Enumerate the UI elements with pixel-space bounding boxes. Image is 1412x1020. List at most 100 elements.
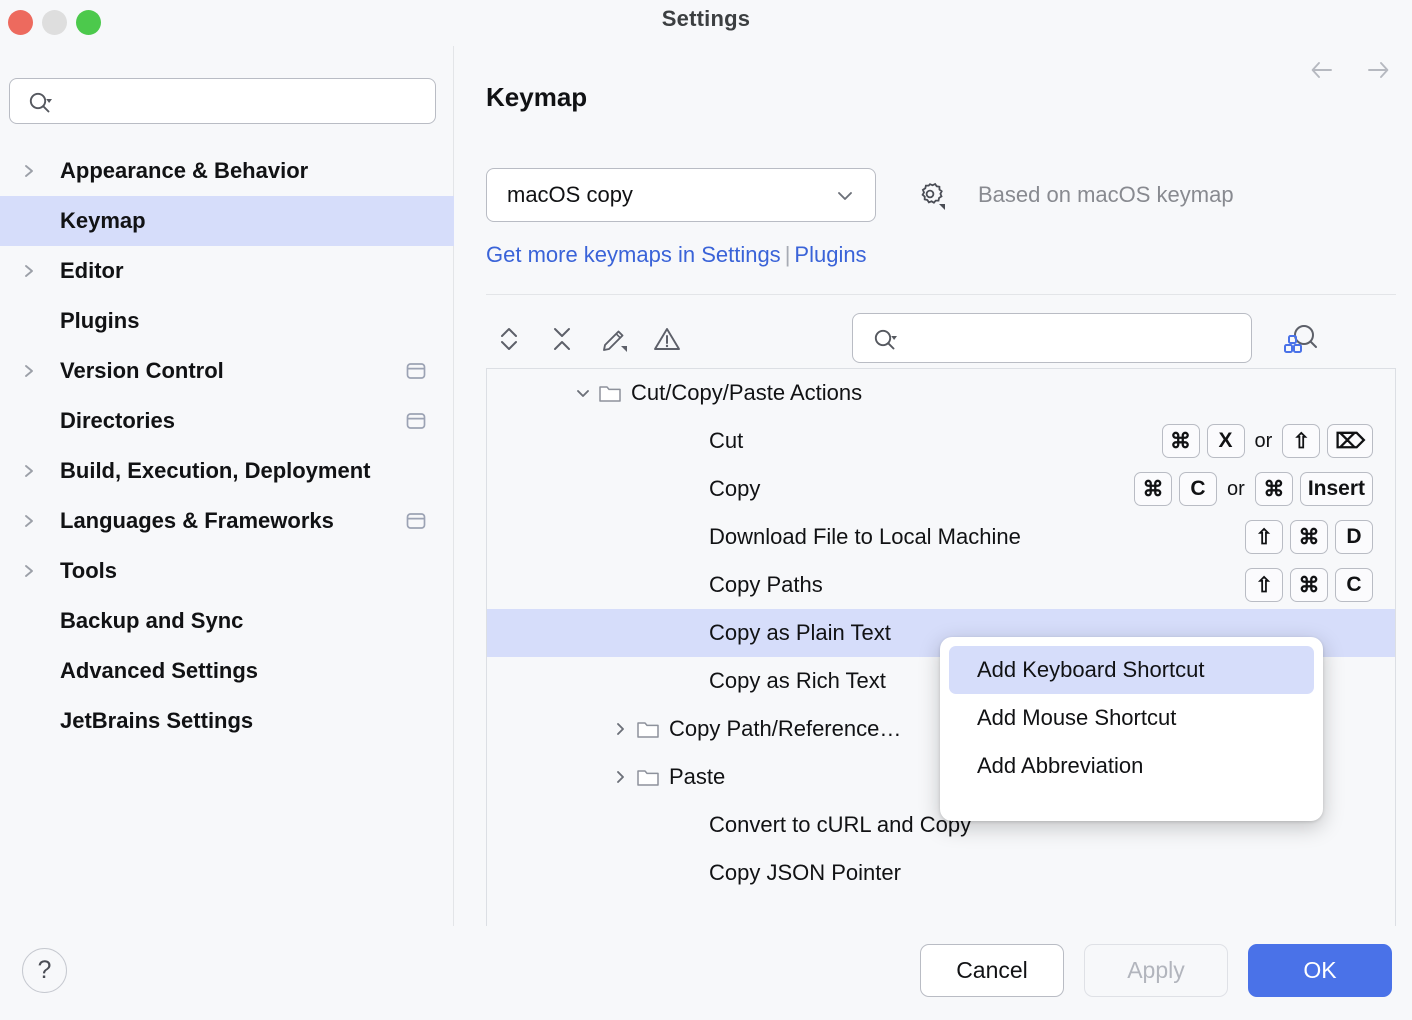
shortcut-key: ⇧ — [1282, 424, 1321, 458]
ok-button[interactable]: OK — [1248, 944, 1392, 997]
get-more-keymaps-link[interactable]: Get more keymaps in Settings|Plugins — [486, 242, 867, 268]
tree-row[interactable]: Copy Paths ⇧ ⌘ C — [487, 561, 1395, 609]
tree-row[interactable]: Cut ⌘ X or ⇧ ⌦ — [487, 417, 1395, 465]
tree-row-label: Copy JSON Pointer — [709, 860, 901, 885]
twisty-right-icon[interactable] — [607, 705, 635, 753]
tree-row[interactable]: Download File to Local Machine ⇧ ⌘ D — [487, 513, 1395, 561]
expand-all-icon[interactable] — [490, 320, 528, 358]
sidebar-search-box[interactable] — [9, 78, 436, 124]
help-icon: ? — [37, 956, 52, 984]
sidebar-item-jetbrains-settings[interactable]: JetBrains Settings — [0, 696, 454, 746]
sidebar-item-appearance-behavior[interactable]: Appearance & Behavior — [0, 146, 454, 196]
sidebar-search-input[interactable] — [62, 79, 432, 123]
keymap-selector-row: macOS copy Based on macOS keymap — [486, 168, 1234, 222]
keymap-search-box[interactable] — [852, 313, 1252, 363]
sidebar-item-editor[interactable]: Editor — [0, 246, 454, 296]
sidebar-item-label: Appearance & Behavior — [60, 158, 309, 183]
keymap-based-on-label: Based on macOS keymap — [978, 182, 1234, 207]
shortcut-key: ⌘ — [1254, 472, 1293, 506]
keymap-tree-toolbar — [486, 308, 1396, 370]
chevron-right-icon[interactable] — [22, 546, 44, 596]
get-more-keymaps-prefix: Get more keymaps in Settings — [486, 242, 781, 267]
folder-icon — [635, 753, 661, 801]
forward-arrow-icon[interactable] — [1366, 58, 1390, 82]
sidebar-item-tools[interactable]: Tools — [0, 546, 454, 596]
shortcut-key: ⇧ — [1245, 568, 1283, 602]
chevron-placeholder — [22, 396, 44, 446]
tree-row[interactable]: Cut/Copy/Paste Actions — [487, 369, 1395, 417]
sidebar-item-version-control[interactable]: Version Control — [0, 346, 454, 396]
sidebar-item-label: JetBrains Settings — [60, 708, 254, 733]
sidebar-item-label: Keymap — [60, 208, 146, 233]
tree-row[interactable]: Copy as Rich Text — [487, 657, 1395, 705]
keymap-select-value: macOS copy — [507, 182, 633, 207]
menu-item-label: Add Keyboard Shortcut — [977, 657, 1205, 682]
folder-icon — [597, 369, 623, 417]
twisty-down-icon[interactable] — [569, 369, 597, 417]
chevron-right-icon[interactable] — [22, 496, 44, 546]
shortcut-key: ⌘ — [1134, 472, 1173, 506]
sidebar-item-label: Directories — [60, 408, 175, 433]
chevron-placeholder — [22, 696, 44, 746]
tree-row-label: Paste — [669, 764, 726, 789]
tree-row[interactable]: Convert to cURL and Copy — [487, 801, 1395, 849]
menu-item-label: Add Mouse Shortcut — [977, 705, 1177, 730]
minimize-window-button[interactable] — [42, 10, 67, 35]
menu-item-add-keyboard-shortcut[interactable]: Add Keyboard Shortcut — [949, 646, 1314, 694]
sidebar-item-keymap[interactable]: Keymap — [0, 196, 454, 246]
shortcut-list: ⇧ ⌘ C — [1245, 561, 1373, 609]
dialog-buttons: Cancel Apply OK — [920, 944, 1392, 997]
tree-row[interactable]: Paste — [487, 753, 1395, 801]
zoom-window-button[interactable] — [76, 10, 101, 35]
apply-button-label: Apply — [1127, 957, 1185, 983]
settings-sidebar: Appearance & Behavior Keymap Editor Plug… — [0, 46, 454, 926]
shortcut-or-label: or — [1227, 477, 1245, 500]
back-arrow-icon[interactable] — [1310, 58, 1334, 82]
shortcut-key: ⇧ — [1245, 520, 1283, 554]
cancel-button-label: Cancel — [956, 957, 1028, 983]
tree-row-label: Copy — [709, 476, 761, 501]
sidebar-item-backup-and-sync[interactable]: Backup and Sync — [0, 596, 454, 646]
tree-row[interactable]: Copy Path/Reference… — [487, 705, 1395, 753]
twisty-right-icon[interactable] — [607, 753, 635, 801]
chevron-right-icon[interactable] — [22, 246, 44, 296]
tree-row[interactable]: Copy JSON Pointer — [487, 849, 1395, 897]
keymap-select[interactable]: macOS copy — [486, 168, 876, 222]
menu-item-add-mouse-shortcut[interactable]: Add Mouse Shortcut — [949, 694, 1314, 742]
tree-row[interactable]: Copy ⌘ C or ⌘ Insert — [487, 465, 1395, 513]
section-divider — [486, 294, 1396, 295]
tree-row-label: Copy as Plain Text — [709, 620, 891, 645]
collapse-all-icon[interactable] — [543, 320, 581, 358]
window-title: Settings — [661, 6, 751, 31]
chevron-right-icon[interactable] — [22, 346, 44, 396]
sidebar-item-advanced-settings[interactable]: Advanced Settings — [0, 646, 454, 696]
menu-item-add-abbreviation[interactable]: Add Abbreviation — [949, 742, 1314, 790]
keymap-settings-gear-icon[interactable] — [914, 178, 948, 212]
sidebar-item-plugins[interactable]: Plugins — [0, 296, 454, 346]
tree-row-label: Copy Path/Reference… — [669, 716, 902, 741]
ok-button-label: OK — [1303, 957, 1337, 983]
sidebar-item-languages-frameworks[interactable]: Languages & Frameworks — [0, 496, 454, 546]
sidebar-nav-list: Appearance & Behavior Keymap Editor Plug… — [0, 146, 454, 746]
sidebar-item-build-execution-deployment[interactable]: Build, Execution, Deployment — [0, 446, 454, 496]
sidebar-item-label: Build, Execution, Deployment — [60, 458, 371, 483]
chevron-right-icon[interactable] — [22, 146, 44, 196]
conflicts-warning-icon[interactable] — [648, 320, 686, 358]
keymap-search-input[interactable] — [907, 314, 1243, 362]
chevron-right-icon[interactable] — [22, 446, 44, 496]
sidebar-item-directories[interactable]: Directories — [0, 396, 454, 446]
close-window-button[interactable] — [8, 10, 33, 35]
history-navigation — [1310, 58, 1390, 82]
cancel-button[interactable]: Cancel — [920, 944, 1064, 997]
chevron-placeholder — [22, 596, 44, 646]
shortcut-list: ⌘ X or ⇧ ⌦ — [1161, 417, 1373, 465]
shortcut-key: C — [1335, 568, 1373, 602]
chevron-placeholder — [22, 296, 44, 346]
edit-shortcut-icon[interactable] — [596, 320, 634, 358]
apply-button[interactable]: Apply — [1084, 944, 1228, 997]
help-button[interactable]: ? — [22, 948, 67, 993]
chevron-down-icon[interactable] — [835, 188, 855, 209]
find-by-shortcut-icon[interactable] — [1281, 320, 1321, 358]
get-more-keymaps-suffix: Plugins — [794, 242, 867, 267]
shortcut-context-menu[interactable]: Add Keyboard Shortcut Add Mouse Shortcut… — [940, 637, 1323, 821]
